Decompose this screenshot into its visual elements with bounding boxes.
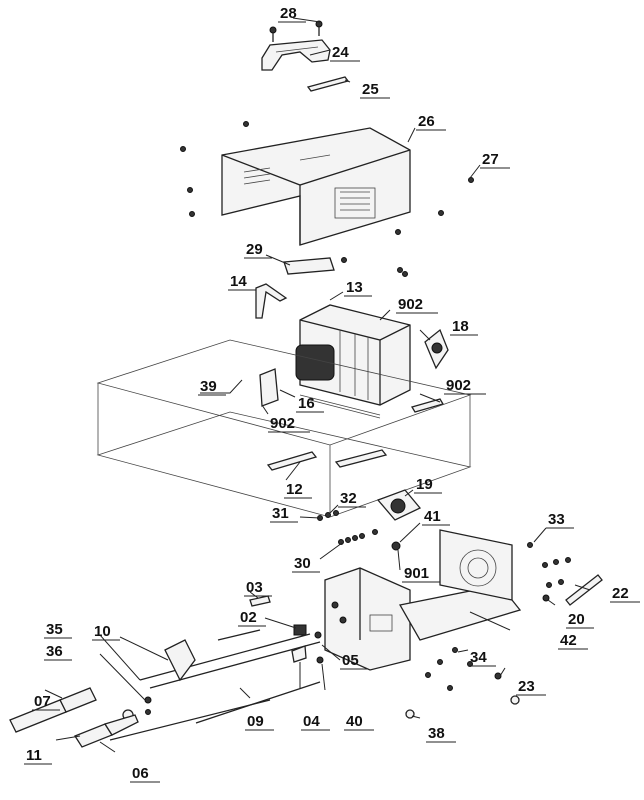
callout-12: 12 [286, 481, 303, 498]
callout-16: 16 [298, 395, 315, 412]
callout-39: 39 [200, 378, 217, 395]
callout-35: 35 [46, 621, 63, 638]
leader-lines [44, 17, 591, 753]
part-40 [316, 656, 324, 664]
callout-26: 26 [418, 113, 435, 130]
callout-40: 40 [346, 713, 363, 730]
screws-33 [527, 542, 571, 588]
part-38 [405, 709, 415, 719]
part-23 [494, 672, 502, 680]
callout-22: 22 [612, 585, 629, 602]
handle-screws [269, 20, 323, 42]
callout-30: 30 [294, 555, 311, 572]
callout-28: 28 [280, 5, 297, 22]
callout-19: 19 [416, 476, 433, 493]
callout-10: 10 [94, 623, 111, 640]
part-36 [145, 709, 151, 715]
electrode-holder-07 [9, 687, 97, 733]
callout-34: 34 [470, 649, 487, 666]
callout-02: 02 [240, 609, 257, 626]
callout-41: 41 [424, 508, 441, 525]
fasteners-31-32 [317, 510, 339, 521]
callout-31: 31 [272, 505, 289, 522]
part-38b [510, 695, 520, 705]
callout-902-right: 902 [446, 377, 471, 394]
callout-underlines [24, 21, 640, 783]
bracket-part-16 [259, 368, 279, 407]
callout-18: 18 [452, 318, 469, 335]
callout-33: 33 [548, 511, 565, 528]
fasteners-30 [338, 529, 378, 545]
callout-03: 03 [246, 579, 263, 596]
cover-part [221, 127, 411, 246]
callout-29: 29 [246, 241, 263, 258]
callout-11: 11 [26, 747, 42, 764]
strip-part-12 [266, 451, 318, 471]
callout-09: 09 [247, 713, 264, 730]
callout-27: 27 [482, 151, 499, 168]
callout-labels: 28 24 25 26 27 29 14 13 902 18 39 16 902… [26, 5, 629, 782]
cable-assembly [109, 629, 321, 741]
chassis-part [324, 529, 522, 671]
callout-23: 23 [518, 678, 535, 695]
callout-36: 36 [46, 643, 63, 660]
callout-20: 20 [568, 611, 585, 628]
part-20 [542, 594, 550, 602]
strip-part-12b [334, 449, 388, 468]
cover-screws [180, 121, 474, 277]
ground-clamp-06 [74, 714, 139, 748]
callout-05: 05 [342, 652, 359, 669]
callout-32: 32 [340, 490, 357, 507]
screws-34 [425, 647, 473, 691]
callout-25: 25 [362, 81, 379, 98]
callout-902-left: 902 [270, 415, 295, 432]
callout-04: 04 [303, 713, 320, 730]
part-02 [293, 624, 307, 636]
bracket-part-14 [255, 283, 288, 319]
fan-part-19 [376, 489, 422, 521]
part-04 [291, 645, 307, 663]
callout-901: 901 [404, 565, 429, 582]
plate-part-29 [283, 257, 335, 275]
callout-902-top: 902 [398, 296, 423, 313]
transformer-part [295, 304, 411, 419]
base-plate-outline [96, 339, 472, 518]
callout-24: 24 [332, 44, 349, 61]
part-18 [424, 328, 449, 370]
callout-42: 42 [560, 632, 577, 649]
callout-07: 07 [34, 693, 51, 710]
callout-14: 14 [230, 273, 247, 290]
bar-part-25 [306, 76, 350, 92]
part-41 [391, 541, 401, 551]
callout-13: 13 [346, 279, 363, 296]
rod-part-22 [565, 574, 603, 606]
bar-part-902 [411, 398, 444, 413]
callout-38: 38 [428, 725, 445, 742]
part-03 [249, 595, 271, 607]
part-05 [314, 631, 322, 639]
callout-06: 06 [132, 765, 149, 782]
handle-part [261, 39, 331, 71]
